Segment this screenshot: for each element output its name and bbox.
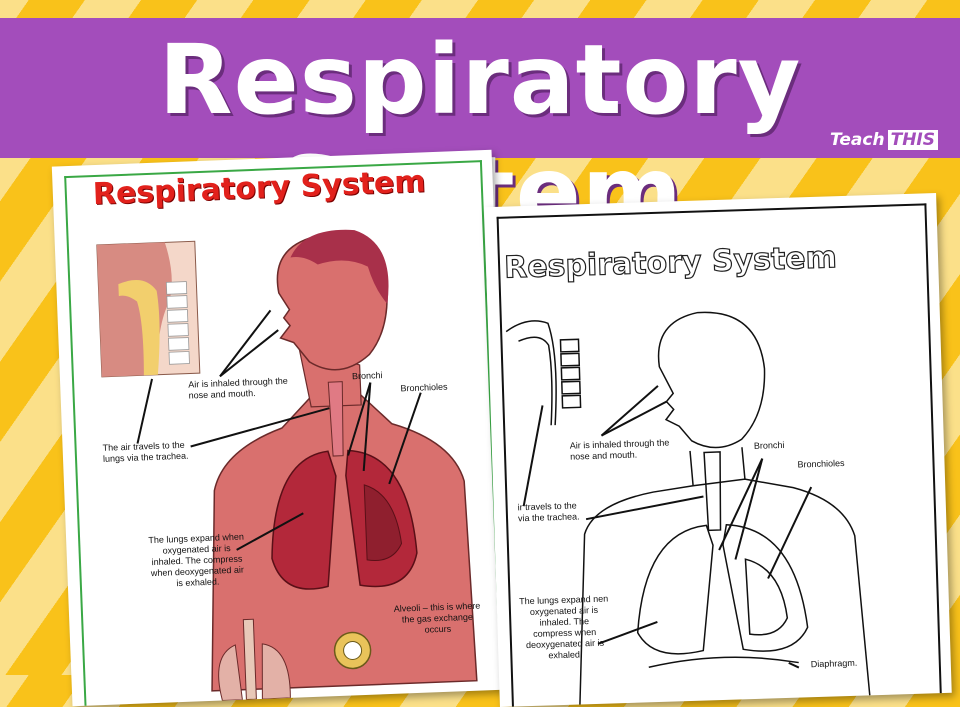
label-bronchi: Bronchi xyxy=(753,439,785,451)
outline-poster: Respiratory System xyxy=(484,193,952,707)
head-section-illustration xyxy=(96,240,201,378)
man-illustration xyxy=(211,229,478,692)
label-lungs: The lungs expand nen oxygenated air is i… xyxy=(518,593,609,661)
pointer-arrows xyxy=(522,385,813,669)
label-diaphragm: Diaphragm. xyxy=(810,657,858,670)
alveoli-illustration xyxy=(333,631,372,670)
label-bronchioles: Bronchioles xyxy=(400,381,448,394)
label-trachea: ir travels to the via the trachea. xyxy=(517,500,580,524)
label-alveoli: Alveoli – this is where the gas exchange… xyxy=(393,600,481,635)
label-bronchioles: Bronchioles xyxy=(797,458,845,470)
color-illustration xyxy=(96,229,478,702)
pointer-arrows xyxy=(136,309,422,551)
label-trachea: The air travels to the lungs via the tra… xyxy=(102,439,189,464)
label-lungs: The lungs expand when oxygenated air is … xyxy=(148,531,245,589)
brand-this: THIS xyxy=(887,130,938,150)
brand-teach: Teach xyxy=(830,130,885,150)
label-air-inhaled: Air is inhaled through the nose and mout… xyxy=(569,437,670,462)
label-air-inhaled: Air is inhaled through the nose and mout… xyxy=(188,375,288,401)
color-poster: Respiratory System xyxy=(51,149,513,707)
outline-illustration xyxy=(505,311,871,705)
label-bronchi: Bronchi xyxy=(351,370,383,382)
